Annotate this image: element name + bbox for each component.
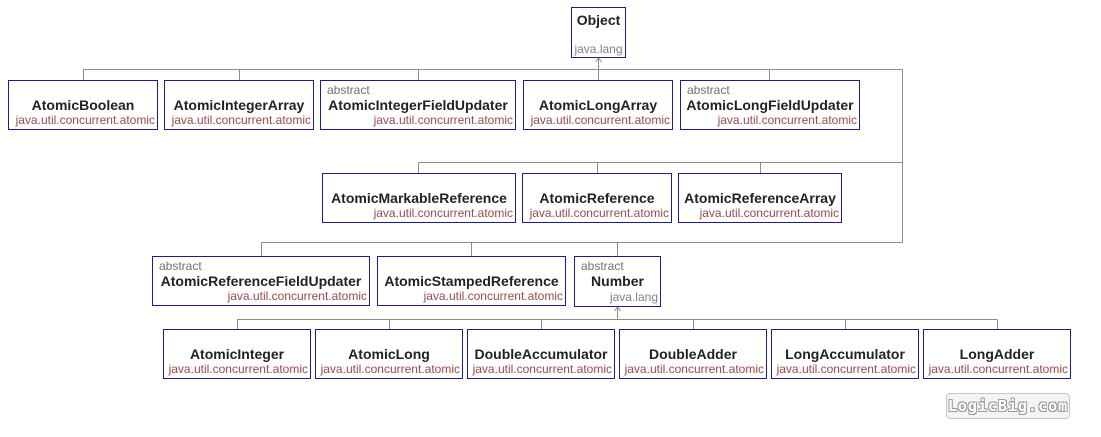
class-name: AtomicReferenceFieldUpdater: [160, 273, 362, 289]
class-package: java.util.concurrent.atomic: [624, 362, 764, 376]
class-modifier: abstract: [159, 259, 202, 273]
class-package: java.util.concurrent.atomic: [530, 113, 670, 127]
class-package: java.util.concurrent.atomic: [320, 362, 460, 376]
class-box-atomicmarkablereference: AtomicMarkableReference java.util.concur…: [322, 173, 516, 223]
class-package: java.util.concurrent.atomic: [373, 206, 513, 220]
class-package: java.util.concurrent.atomic: [15, 113, 155, 127]
class-name: Number: [591, 273, 644, 289]
class-modifier: abstract: [327, 83, 370, 97]
class-package: java.util.concurrent.atomic: [423, 289, 563, 303]
class-package: java.util.concurrent.atomic: [168, 362, 308, 376]
class-box-atomiclong: AtomicLong java.util.concurrent.atomic: [315, 329, 463, 379]
class-box-doubleaccumulator: DoubleAccumulator java.util.concurrent.a…: [467, 329, 615, 379]
logicbig-logo: LogicBig.com: [946, 393, 1070, 419]
class-package: java.lang: [574, 42, 623, 56]
class-name: AtomicIntegerFieldUpdater: [328, 97, 508, 113]
class-package: java.util.concurrent.atomic: [472, 362, 612, 376]
object-arrowhead: [595, 57, 602, 63]
class-box-longadder: LongAdder java.util.concurrent.atomic: [923, 329, 1071, 379]
class-name: AtomicMarkableReference: [331, 190, 507, 206]
class-modifier: abstract: [687, 83, 730, 97]
class-package: java.util.concurrent.atomic: [928, 362, 1068, 376]
class-box-atomicinteger: AtomicInteger java.util.concurrent.atomi…: [163, 329, 311, 379]
class-name: AtomicLong: [348, 346, 430, 362]
class-name: LongAdder: [959, 346, 1035, 362]
class-name: Object: [576, 12, 621, 28]
class-box-atomicreference: AtomicReference java.util.concurrent.ato…: [522, 173, 672, 223]
number-arrowhead: [614, 306, 621, 312]
class-name: AtomicReferenceArray: [684, 190, 836, 206]
class-box-atomicreferencefieldupdater: abstract AtomicReferenceFieldUpdater jav…: [152, 256, 370, 306]
class-box-longaccumulator: LongAccumulator java.util.concurrent.ato…: [771, 329, 919, 379]
class-box-atomicreferencearray: AtomicReferenceArray java.util.concurren…: [678, 173, 842, 223]
class-name: AtomicBoolean: [31, 97, 135, 113]
class-package: java.util.concurrent.atomic: [227, 289, 367, 303]
class-package: java.lang: [609, 290, 658, 304]
class-box-atomicintegerfieldupdater: abstract AtomicIntegerFieldUpdater java.…: [320, 80, 516, 130]
class-name: AtomicLongFieldUpdater: [686, 97, 854, 113]
class-name: AtomicStampedReference: [384, 273, 559, 289]
class-name: AtomicIntegerArray: [173, 97, 305, 113]
class-package: java.util.concurrent.atomic: [373, 113, 513, 127]
class-box-number: abstract Number java.lang: [574, 256, 661, 307]
class-package: java.util.concurrent.atomic: [776, 362, 916, 376]
class-package: java.util.concurrent.atomic: [699, 206, 839, 220]
class-name: DoubleAccumulator: [474, 346, 608, 362]
class-name: AtomicInteger: [189, 346, 285, 362]
class-modifier: abstract: [581, 259, 624, 273]
class-name: DoubleAdder: [649, 346, 737, 362]
class-package: java.util.concurrent.atomic: [171, 113, 311, 127]
class-package: java.util.concurrent.atomic: [717, 113, 857, 127]
class-box-atomicboolean: AtomicBoolean java.util.concurrent.atomi…: [8, 80, 158, 130]
class-name: AtomicLongArray: [538, 97, 658, 113]
class-box-atomiclongarray: AtomicLongArray java.util.concurrent.ato…: [523, 80, 673, 130]
class-name: LongAccumulator: [785, 346, 905, 362]
class-box-atomicstampedreference: AtomicStampedReference java.util.concurr…: [377, 256, 566, 306]
class-box-atomicintegerarray: AtomicIntegerArray java.util.concurrent.…: [164, 80, 314, 130]
class-name: AtomicReference: [539, 190, 655, 206]
class-package: java.util.concurrent.atomic: [529, 206, 669, 220]
class-box-object: Object java.lang: [571, 7, 626, 58]
class-box-atomiclongfieldupdater: abstract AtomicLongFieldUpdater java.uti…: [680, 80, 860, 130]
class-box-doubleadder: DoubleAdder java.util.concurrent.atomic: [619, 329, 767, 379]
